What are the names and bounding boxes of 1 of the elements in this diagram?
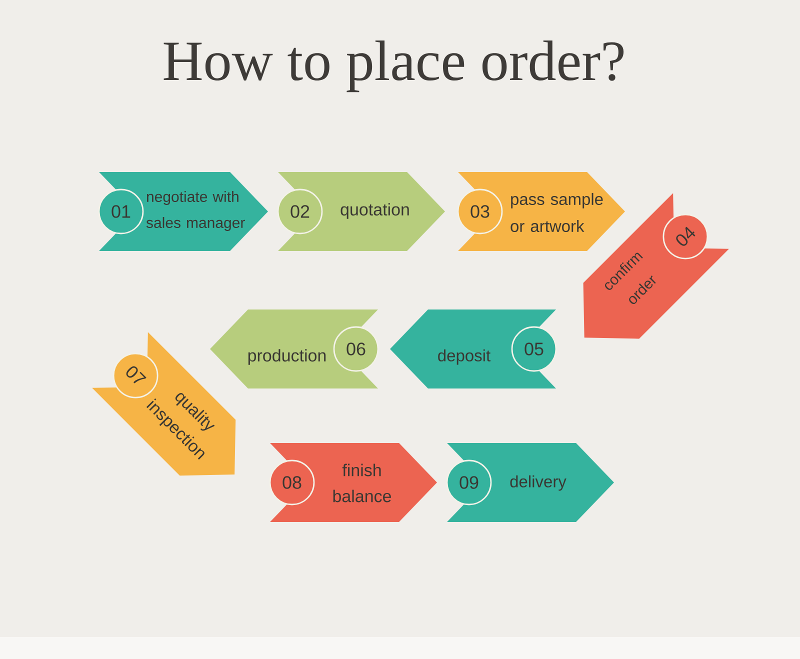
title: How to place order? — [164, 40, 624, 92]
